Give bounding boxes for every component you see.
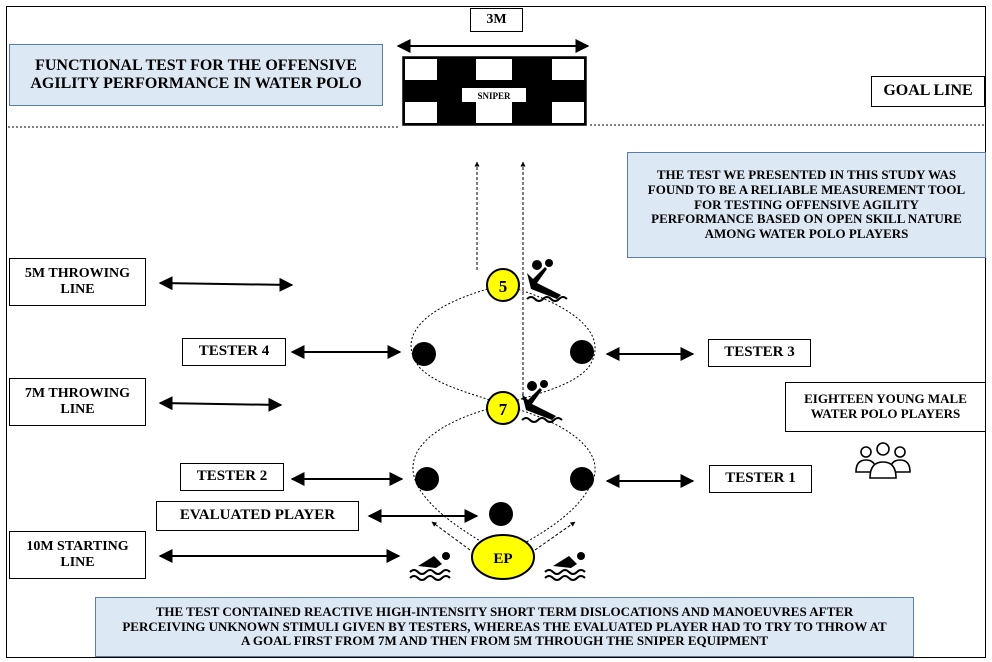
svg-text:5: 5 [499,277,508,296]
water-polo-player-icon [526,258,568,302]
swimmer-icon [409,551,451,581]
marker-ep: EP [471,534,535,580]
smiley-face-icon [569,466,595,492]
seven-m-line-arrow [158,396,283,412]
ep-path-left [431,521,471,551]
smiley-face-icon [488,501,514,527]
page-title: FUNCTIONAL TEST FOR THE OFFENSIVE AGILIT… [9,44,383,106]
evaluated-player-label: EVALUATED PLAYER [156,501,359,531]
group-icon [855,442,911,479]
reliability-note: THE TEST WE PRESENTED IN THIS STUDY WAS … [627,152,986,258]
seven-m-line-label: 7M THROWING LINE [9,378,146,426]
five-m-line-label: 5M THROWING LINE [9,258,146,306]
tester-3-label: TESTER 3 [708,339,811,367]
distance-label: 3M [470,8,523,32]
smiley-face-icon [411,341,437,367]
five-m-line-arrow [158,276,294,292]
water-polo-player-icon [521,379,563,423]
svg-text:7: 7 [499,400,508,419]
marker-5m: 5 [486,268,520,302]
ep-path-right [534,521,576,551]
goal-line-label: GOAL LINE [871,76,985,107]
tester-1-label: TESTER 1 [709,465,812,493]
smiley-face-icon [414,466,440,492]
sniper-label: SNIPER [477,91,511,101]
swimmer-icon [544,551,586,581]
svg-text:EP: EP [493,551,512,567]
diagram-frame [6,6,986,658]
tester-4-label: TESTER 4 [182,338,286,366]
smiley-face-icon [569,339,595,365]
ten-m-line-label: 10M STARTING LINE [9,531,146,579]
participants-label: EIGHTEEN YOUNG MALE WATER POLO PLAYERS [785,382,986,432]
test-description: THE TEST CONTAINED REACTIVE HIGH-INTENSI… [95,597,914,657]
sniper-goal [402,56,587,126]
marker-7m: 7 [486,391,520,425]
tester-2-label: TESTER 2 [180,463,284,491]
